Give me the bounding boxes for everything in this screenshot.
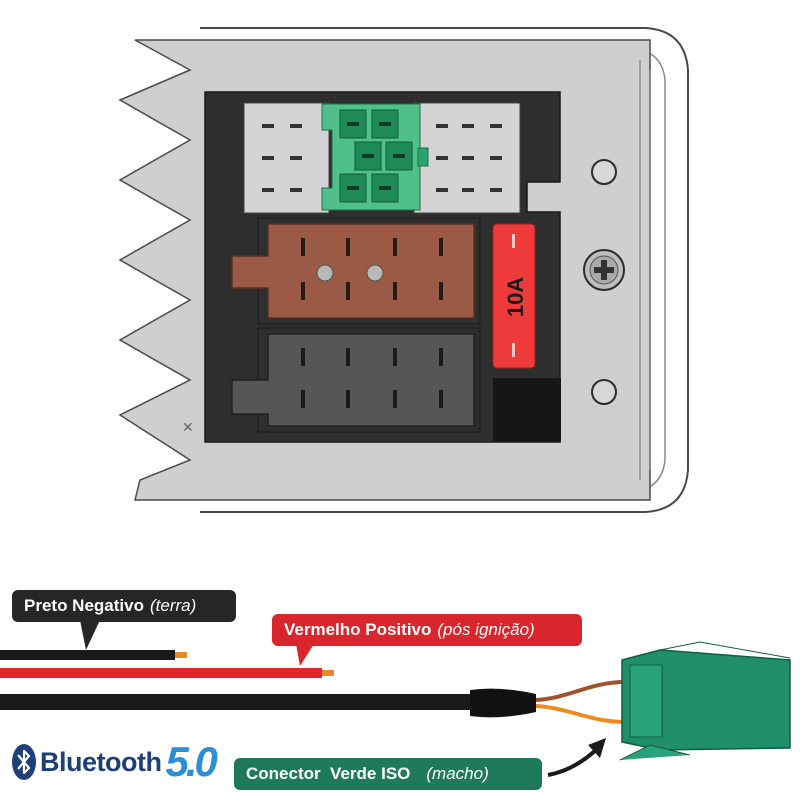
iso-socket-pins bbox=[262, 124, 502, 192]
iso-socket-left bbox=[243, 102, 330, 214]
green-iso-connector bbox=[321, 103, 429, 211]
label-red-wire-main: Vermelho Positivo bbox=[284, 620, 432, 639]
label-red-wire-note: (pós ignição) bbox=[437, 620, 535, 639]
bluetooth-icon bbox=[12, 744, 36, 780]
wire-black-negative bbox=[0, 650, 187, 660]
bluetooth-logo: Bluetooth 5.0 bbox=[12, 738, 218, 786]
arrow-to-green-connector bbox=[547, 738, 606, 777]
bluetooth-wordmark: Bluetooth bbox=[40, 746, 162, 777]
mount-hole-bottom bbox=[591, 379, 617, 405]
wire-red-positive bbox=[0, 668, 334, 678]
fuse-slot bbox=[493, 378, 561, 442]
wire-main-cable bbox=[0, 680, 626, 724]
label-black-wire: Preto Negativo (terra) bbox=[12, 590, 236, 622]
label-green-connector-main: Conector Verde ISO bbox=[246, 764, 411, 783]
brown-iso-connector bbox=[231, 217, 481, 325]
label-black-wire-note: (terra) bbox=[149, 596, 197, 615]
gray-iso-connector bbox=[231, 327, 481, 433]
screw-icon bbox=[583, 249, 625, 291]
fuse-label: 10A bbox=[503, 277, 528, 317]
fuse: 10A bbox=[492, 223, 536, 369]
label-black-wire-main: Preto Negativo bbox=[24, 596, 144, 615]
bluetooth-version: 5.0 bbox=[165, 738, 217, 785]
label-green-connector: Conector Verde ISO (macho) bbox=[234, 758, 542, 790]
mount-hole-top bbox=[591, 159, 617, 185]
label-green-connector-note: (macho) bbox=[426, 764, 489, 783]
pointer-black-label bbox=[80, 620, 100, 650]
housing-mark-icon: ✕ bbox=[182, 420, 194, 436]
label-red-wire: Vermelho Positivo (pós ignição) bbox=[272, 614, 582, 646]
green-iso-male-connector bbox=[619, 641, 791, 761]
pointer-red-label bbox=[296, 644, 314, 666]
